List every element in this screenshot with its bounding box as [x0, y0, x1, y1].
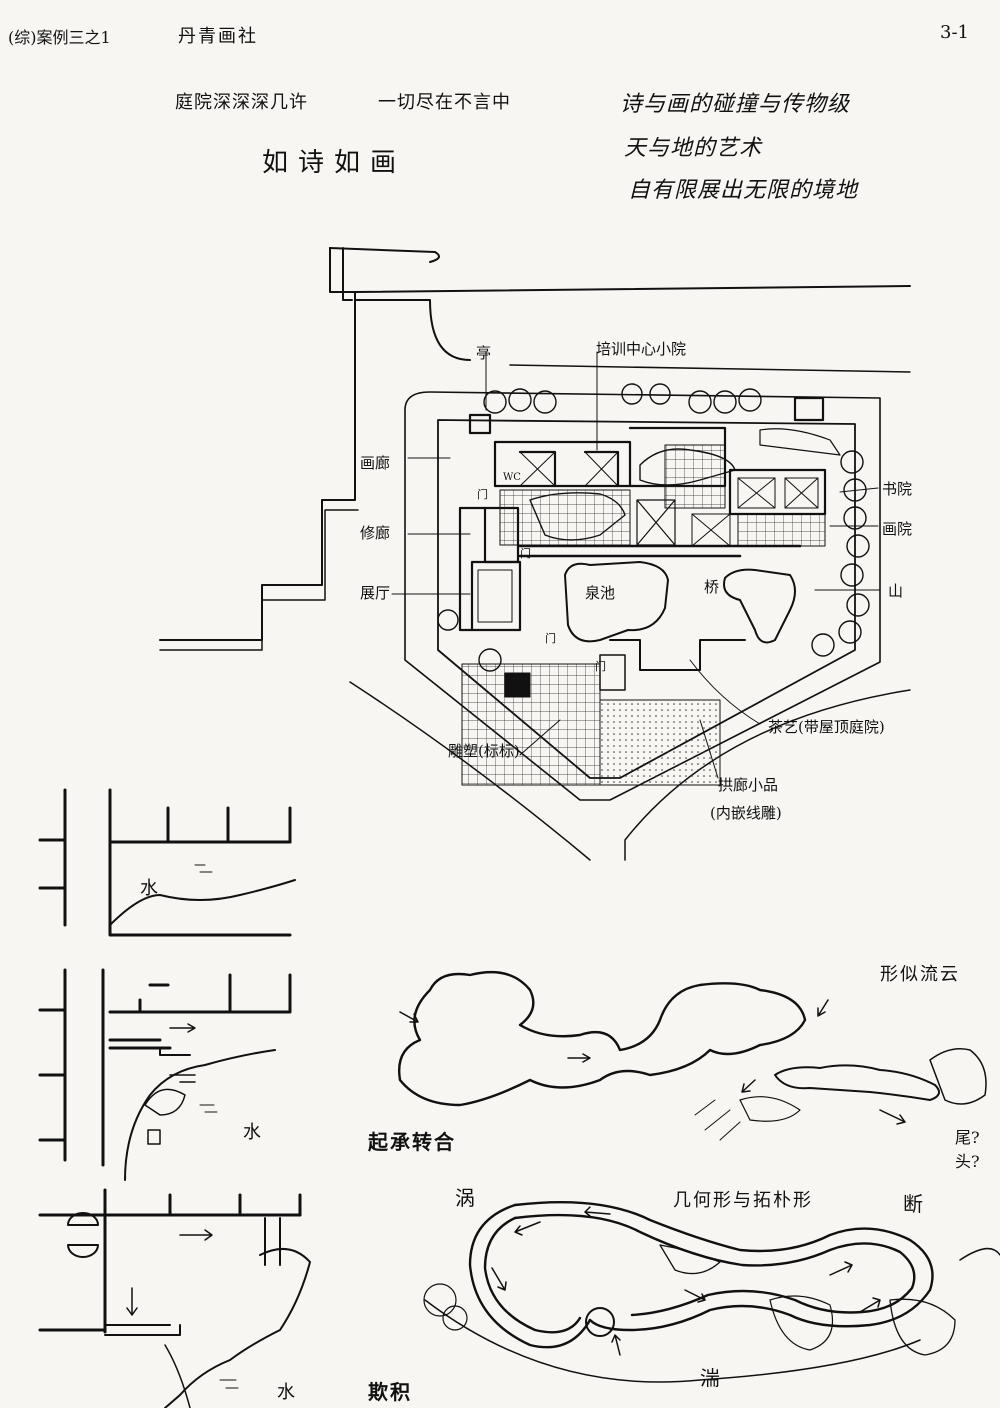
water-label-3: 水	[277, 1382, 295, 1403]
header-top-left: (综)案例三之1	[8, 28, 111, 47]
label-shan: 山	[888, 582, 904, 600]
title-line-2: 如诗如画	[262, 148, 407, 178]
water-label-2: 水	[243, 1122, 261, 1143]
label-tail: 尾?	[955, 1128, 980, 1147]
label-training: 培训中心小院	[596, 340, 687, 358]
flow-arrows-left	[126, 1023, 213, 1316]
label-qiao: 桥	[704, 578, 720, 596]
quote-line-1: 诗与画的碰撞与传物级	[620, 92, 851, 117]
label-head: 头?	[955, 1152, 980, 1171]
label-ting: 亭	[476, 344, 492, 362]
sketch-3	[38, 1188, 311, 1408]
sketch-2	[38, 968, 292, 1181]
quote-line-2: 天与地的艺术	[624, 136, 763, 161]
label-tuan: 湍	[700, 1366, 722, 1390]
title-line-1b: 一切尽在不言中	[378, 92, 511, 113]
water-label-1: 水	[140, 878, 158, 899]
plan-pond	[529, 428, 841, 644]
label-gongjiao: 拱廊小品	[718, 776, 779, 794]
label-duan: 断	[903, 1192, 925, 1216]
label-shuchi: 泉池	[585, 584, 616, 602]
title-line-1a: 庭院深深深几许	[175, 92, 308, 113]
plan-trees	[437, 383, 870, 672]
label-sculpture: 雕塑(标标)	[448, 742, 520, 760]
cloud-pond	[398, 971, 987, 1141]
label-geometry: 几何形与拓朴形	[673, 1190, 813, 1211]
label-hui: 涡	[455, 1186, 477, 1210]
label-wc: WC	[503, 472, 521, 483]
page-number: 3-1	[940, 22, 969, 43]
leader-lines	[391, 351, 881, 779]
site-streets	[159, 247, 911, 861]
flow-arrows-right	[399, 999, 906, 1356]
label-men-3: 门	[545, 632, 556, 645]
site-boundary	[404, 391, 881, 801]
label-yu: 欺积	[368, 1380, 412, 1404]
label-huapu: 画廊	[360, 454, 391, 472]
sketch-1	[38, 788, 296, 937]
label-shuyuan: 书院	[882, 480, 913, 498]
label-zhanting: 展厅	[360, 584, 391, 602]
header-publisher: 丹青画社	[178, 26, 258, 47]
building-blocks	[458, 396, 827, 691]
label-gongjiao-sub: (内嵌线雕)	[710, 804, 782, 822]
quote-line-3: 自有限展出无限的境地	[628, 178, 859, 203]
label-men-1: 门	[477, 488, 488, 501]
geometric-pond	[423, 1200, 1000, 1383]
label-flowing-cloud: 形似流云	[880, 964, 960, 985]
label-men-4: 门	[595, 660, 606, 673]
label-qicheng: 起承转合	[368, 1130, 456, 1154]
label-chayi: 茶艺(带屋顶庭院)	[768, 718, 885, 736]
label-xiulang: 修廊	[360, 524, 391, 542]
label-huayuan: 画院	[882, 520, 913, 538]
label-men-2: 门	[520, 547, 531, 560]
